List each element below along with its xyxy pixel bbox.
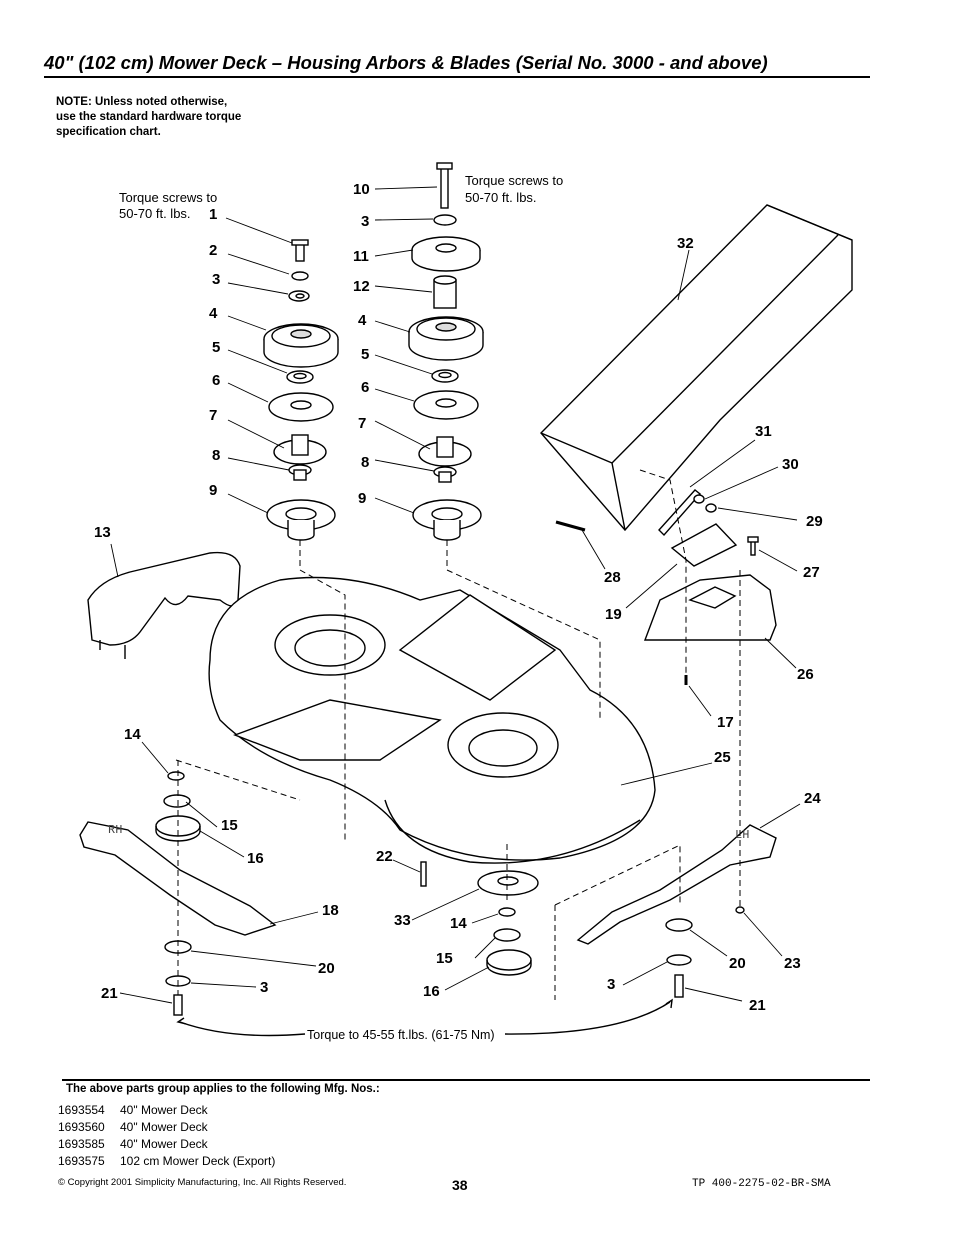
callout-14: 14 (450, 915, 467, 932)
torque-note: NOTE: Unless noted otherwise, use the st… (56, 95, 241, 140)
callout-20: 20 (318, 960, 335, 977)
callout-28: 28 (604, 569, 621, 586)
callout-19: 19 (605, 606, 622, 623)
callout-5: 5 (212, 339, 220, 356)
left-arbor-stack (263, 239, 339, 541)
callout-20: 20 (729, 955, 746, 972)
callout-13: 13 (94, 524, 111, 541)
callout-12: 12 (353, 278, 370, 295)
callout-16: 16 (423, 983, 440, 1000)
callout-5: 5 (361, 346, 369, 363)
mfg-desc: 40" Mower Deck (120, 1137, 208, 1151)
page-title: 40" (102 cm) Mower Deck – Housing Arbors… (44, 52, 768, 73)
callout-11: 11 (353, 248, 369, 265)
callout-25: 25 (714, 749, 731, 766)
mfg-desc: 102 cm Mower Deck (Export) (120, 1154, 276, 1168)
mfg-row: 1693560 40" Mower Deck (58, 1120, 208, 1134)
callout-6: 6 (212, 372, 220, 389)
torque-annotation-left: Torque screws to (119, 190, 217, 205)
callout-17: 17 (717, 714, 734, 731)
copyright: © Copyright 2001 Simplicity Manufacturin… (58, 1177, 347, 1188)
callout-3: 3 (361, 213, 369, 230)
mfg-row: 1693575 102 cm Mower Deck (Export) (58, 1154, 275, 1168)
callout-26: 26 (797, 666, 814, 683)
callout-22: 22 (376, 848, 393, 865)
callout-29: 29 (806, 513, 823, 530)
leader-lines (110, 186, 801, 1004)
alignment-lines (175, 469, 741, 1000)
torque-arrow-right (504, 1001, 671, 1035)
callout-9: 9 (358, 490, 366, 507)
arrowhead-right (665, 998, 673, 1009)
torque-annotation-left: 50-70 ft. lbs. (119, 206, 191, 221)
callout-18: 18 (322, 902, 339, 919)
deflector-bracket (643, 523, 777, 685)
torque-annotation-bottom: Torque to 45-55 ft.lbs. (61-75 Nm) (307, 1028, 495, 1042)
callout-7: 7 (209, 407, 217, 424)
callout-7: 7 (358, 415, 366, 432)
callout-4: 4 (209, 305, 218, 322)
torque-annotation-right: Torque screws to (465, 173, 563, 188)
mfg-number: 1693554 (58, 1103, 105, 1117)
callout-3: 3 (212, 271, 220, 288)
page-number: 38 (452, 1177, 468, 1193)
callout-32: 32 (677, 235, 694, 252)
blade-mark-lh: LH (735, 828, 749, 842)
torque-arrow-left (179, 1021, 306, 1037)
callout-labels: 1 2 3 4 5 6 7 8 9 10 3 11 12 4 5 6 7 8 9… (94, 181, 823, 1014)
header-rule (44, 76, 870, 78)
mower-deck-housing (208, 576, 656, 864)
note-line: specification chart. (56, 126, 161, 138)
callout-4: 4 (358, 312, 367, 329)
callout-2: 2 (209, 242, 217, 259)
callout-3: 3 (260, 979, 268, 996)
mfg-row: 1693554 40" Mower Deck (58, 1103, 208, 1117)
callout-24: 24 (804, 790, 821, 807)
blade-mark-rh: RH (108, 823, 122, 837)
mfg-number: 1693585 (58, 1137, 105, 1151)
mfg-number: 1693560 (58, 1120, 105, 1134)
callout-31: 31 (755, 423, 772, 440)
applies-heading: The above parts group applies to the fol… (66, 1083, 380, 1095)
mfg-desc: 40" Mower Deck (120, 1120, 208, 1134)
note-line: use the standard hardware torque (56, 111, 242, 123)
callout-21: 21 (101, 985, 118, 1002)
callout-15: 15 (436, 950, 453, 967)
footer-rule (62, 1079, 870, 1081)
callout-8: 8 (212, 447, 220, 464)
mfg-row: 1693585 40" Mower Deck (58, 1137, 208, 1151)
document-code: TP 400-2275-02-BR-SMA (692, 1178, 831, 1190)
right-arbor-stack (408, 162, 484, 541)
callout-15: 15 (221, 817, 238, 834)
right-blade-assembly (420, 824, 777, 998)
callout-8: 8 (361, 454, 369, 471)
callout-21: 21 (749, 997, 766, 1014)
callout-33: 33 (394, 912, 411, 929)
arrowhead-left (176, 1017, 187, 1025)
note-line: NOTE: Unless noted otherwise, (56, 96, 228, 108)
callout-10: 10 (353, 181, 370, 198)
belt-cover (87, 551, 241, 659)
callout-30: 30 (782, 456, 799, 473)
torque-annotation-right: 50-70 ft. lbs. (465, 190, 537, 205)
callout-16: 16 (247, 850, 264, 867)
callout-23: 23 (784, 955, 801, 972)
callout-27: 27 (803, 564, 820, 581)
mfg-desc: 40" Mower Deck (120, 1103, 208, 1117)
discharge-chute (540, 204, 853, 532)
mfg-number: 1693575 (58, 1154, 105, 1168)
callout-1: 1 (209, 206, 217, 223)
callout-6: 6 (361, 379, 369, 396)
callout-14: 14 (124, 726, 141, 743)
chute-hardware (555, 489, 759, 556)
callout-3: 3 (607, 976, 615, 993)
callout-9: 9 (209, 482, 217, 499)
